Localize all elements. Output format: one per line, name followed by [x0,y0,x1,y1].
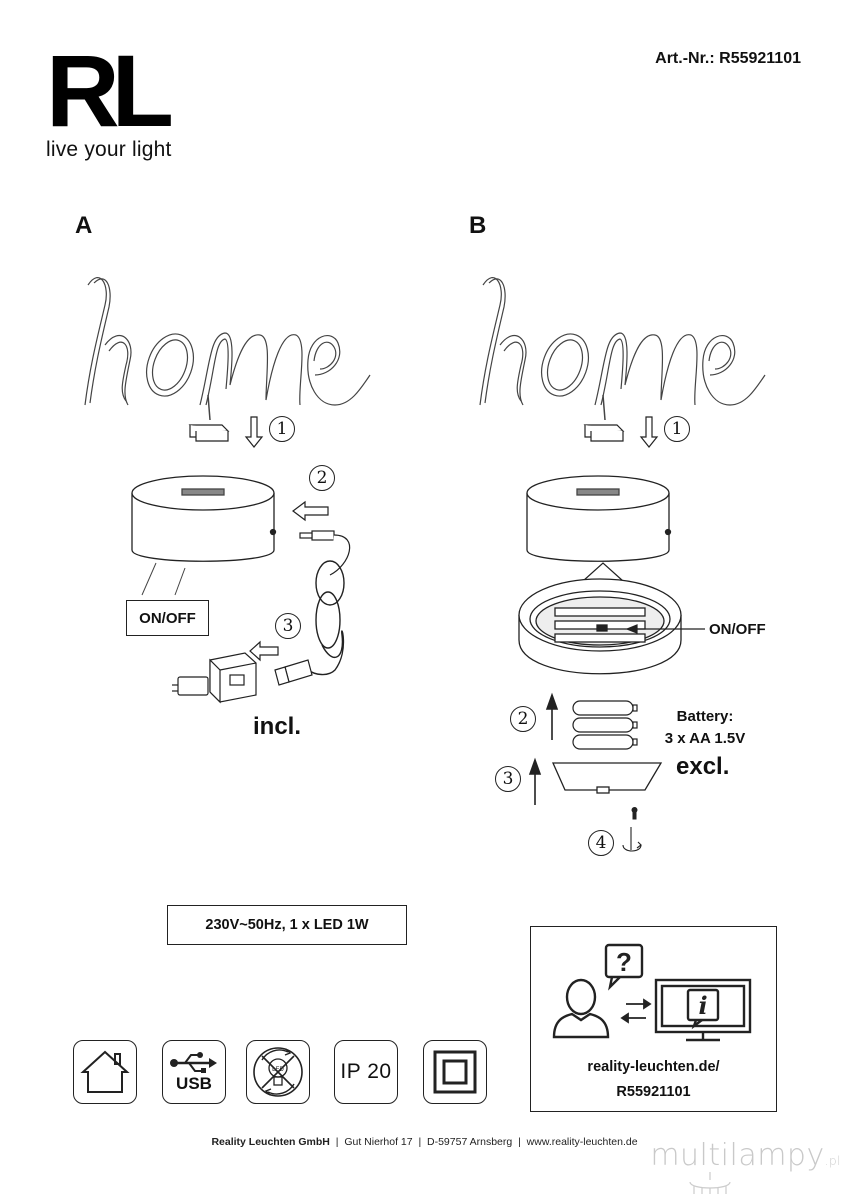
section-b-illustration [479,277,766,852]
step-circle-2: 2 [510,706,536,732]
user-icon [552,978,610,1039]
watermark-text: multilampy [650,1138,825,1173]
step-circle-1: 1 [664,416,690,442]
arrow-up-icon [545,692,559,740]
connector-block-icon [583,424,625,442]
led-label: LED [272,1067,284,1073]
section-a-illustration [84,277,371,704]
usb-plug-icon [274,659,313,686]
svg-text:?: ? [616,947,632,977]
indoor-use-icon [73,1040,137,1104]
step-circle-1: 1 [269,416,295,442]
on-off-label-b: ON/OFF [709,621,766,638]
switch-pointer-icon [625,624,705,634]
usb-label: USB [176,1074,212,1093]
step-circle-3: 3 [495,766,521,792]
info-url-line-1[interactable]: reality-leuchten.de/ [587,1059,720,1075]
battery-line-1: Battery: [676,708,734,725]
step-circle-2: 2 [309,465,335,491]
protection-class-2-icon [423,1040,487,1104]
arrow-up-icon [528,757,542,805]
screwdriver-rotate-icon [622,827,642,852]
brand-tagline: live your light [46,138,172,161]
logo-letters: RL [46,50,172,130]
swap-arrows-icon [620,998,652,1024]
footer-address: Gut Nierhof 17 [344,1136,413,1148]
section-a-label: A [75,212,93,239]
connector-block-icon [188,424,230,442]
chandelier-watermark-icon [689,1172,731,1194]
aa-batteries-icon [572,700,638,750]
step-circle-4: 4 [588,830,614,856]
info-box: ? i reality-leuchten.de/ R55921101 [530,926,777,1112]
battery-compartment-icon [518,578,682,675]
arrow-left-icon [292,500,329,522]
article-number: Art.-Nr.: R55921101 [655,50,801,67]
brand-logo: RL [46,34,181,148]
battery-cover-icon [551,762,663,794]
svg-text:i: i [698,991,707,1020]
footer-company: Reality Leuchten GmbH [211,1136,330,1148]
battery-line-2: 3 x AA 1.5V [664,730,746,747]
sign-stem-icon [207,394,211,421]
section-b-label: B [469,212,487,239]
pointer-line-icon [141,562,157,596]
watermark-suffix: .pl [824,1154,841,1168]
usb-charger-icon [172,652,257,704]
on-off-label-a: ON/OFF [126,600,209,636]
step-circle-3: 3 [275,613,301,639]
footer: Reality Leuchten GmbH | Gut Nierhof 17 |… [211,1136,638,1148]
info-url-line-2[interactable]: R55921101 [616,1084,691,1100]
ip-rating-label: IP 20 [340,1060,392,1083]
excluded-text: excl. [676,753,730,780]
home-neon-sign-icon [84,277,371,406]
led-not-replaceable-icon: LED [246,1040,310,1104]
screw-icon [631,807,638,820]
included-text: incl. [253,713,302,740]
footer-city: D-59757 Arnsberg [427,1136,513,1148]
arrow-left-icon [249,640,279,662]
footer-website[interactable]: www.reality-leuchten.de [526,1136,638,1148]
support-illustration: ? i [552,943,752,1042]
arrow-down-icon [639,416,659,448]
arrow-down-icon [244,416,264,448]
watermark: multilampy.pl [650,1138,841,1173]
base-cylinder-icon [131,475,277,562]
question-bubble-icon [604,943,644,991]
battery-spec: Battery: 3 x AA 1.5V [650,706,760,750]
dc-plug-icon [299,530,351,576]
usb-icon: USB [162,1040,226,1104]
base-cylinder-icon [526,475,672,562]
power-spec: 230V~50Hz, 1 x LED 1W [167,905,407,945]
ip-rating-icon: IP 20 [334,1040,398,1104]
monitor-info-icon [654,978,752,1042]
home-neon-sign-icon [479,277,766,406]
coiled-cable-icon [307,560,345,676]
